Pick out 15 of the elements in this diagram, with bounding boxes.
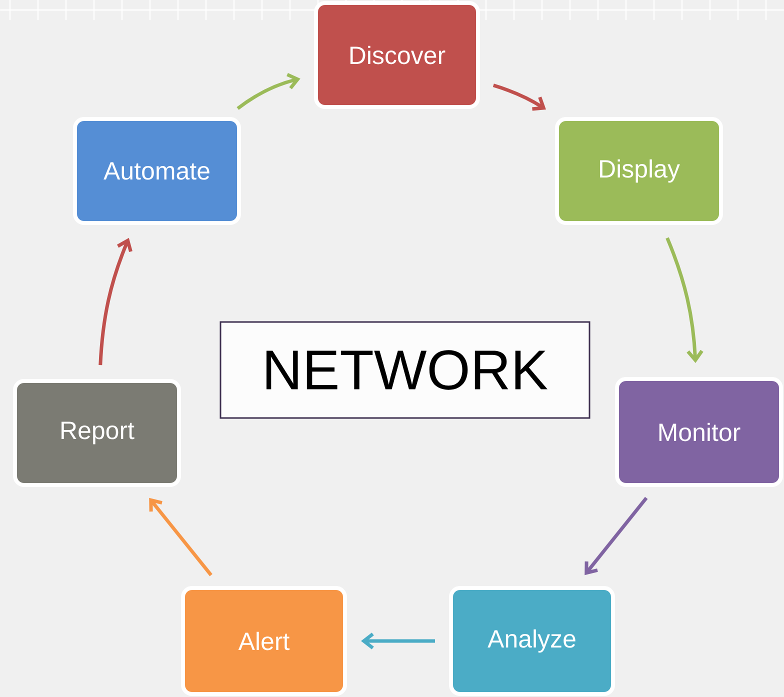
arrow (236, 73, 300, 110)
arrow (98, 238, 132, 366)
arrow (492, 84, 546, 111)
process-box: Monitor (615, 377, 783, 487)
title-box: NETWORK (220, 321, 590, 419)
process-box: Analyze (449, 586, 615, 696)
process-box: Display (555, 117, 723, 225)
process-box: Discover (314, 1, 480, 109)
process-box: Report (13, 379, 181, 487)
arrow (149, 498, 212, 576)
arrow (584, 496, 648, 576)
process-box: Automate (73, 117, 241, 225)
arrow (666, 237, 704, 364)
arrow (361, 632, 435, 650)
process-box: Alert (181, 586, 347, 696)
